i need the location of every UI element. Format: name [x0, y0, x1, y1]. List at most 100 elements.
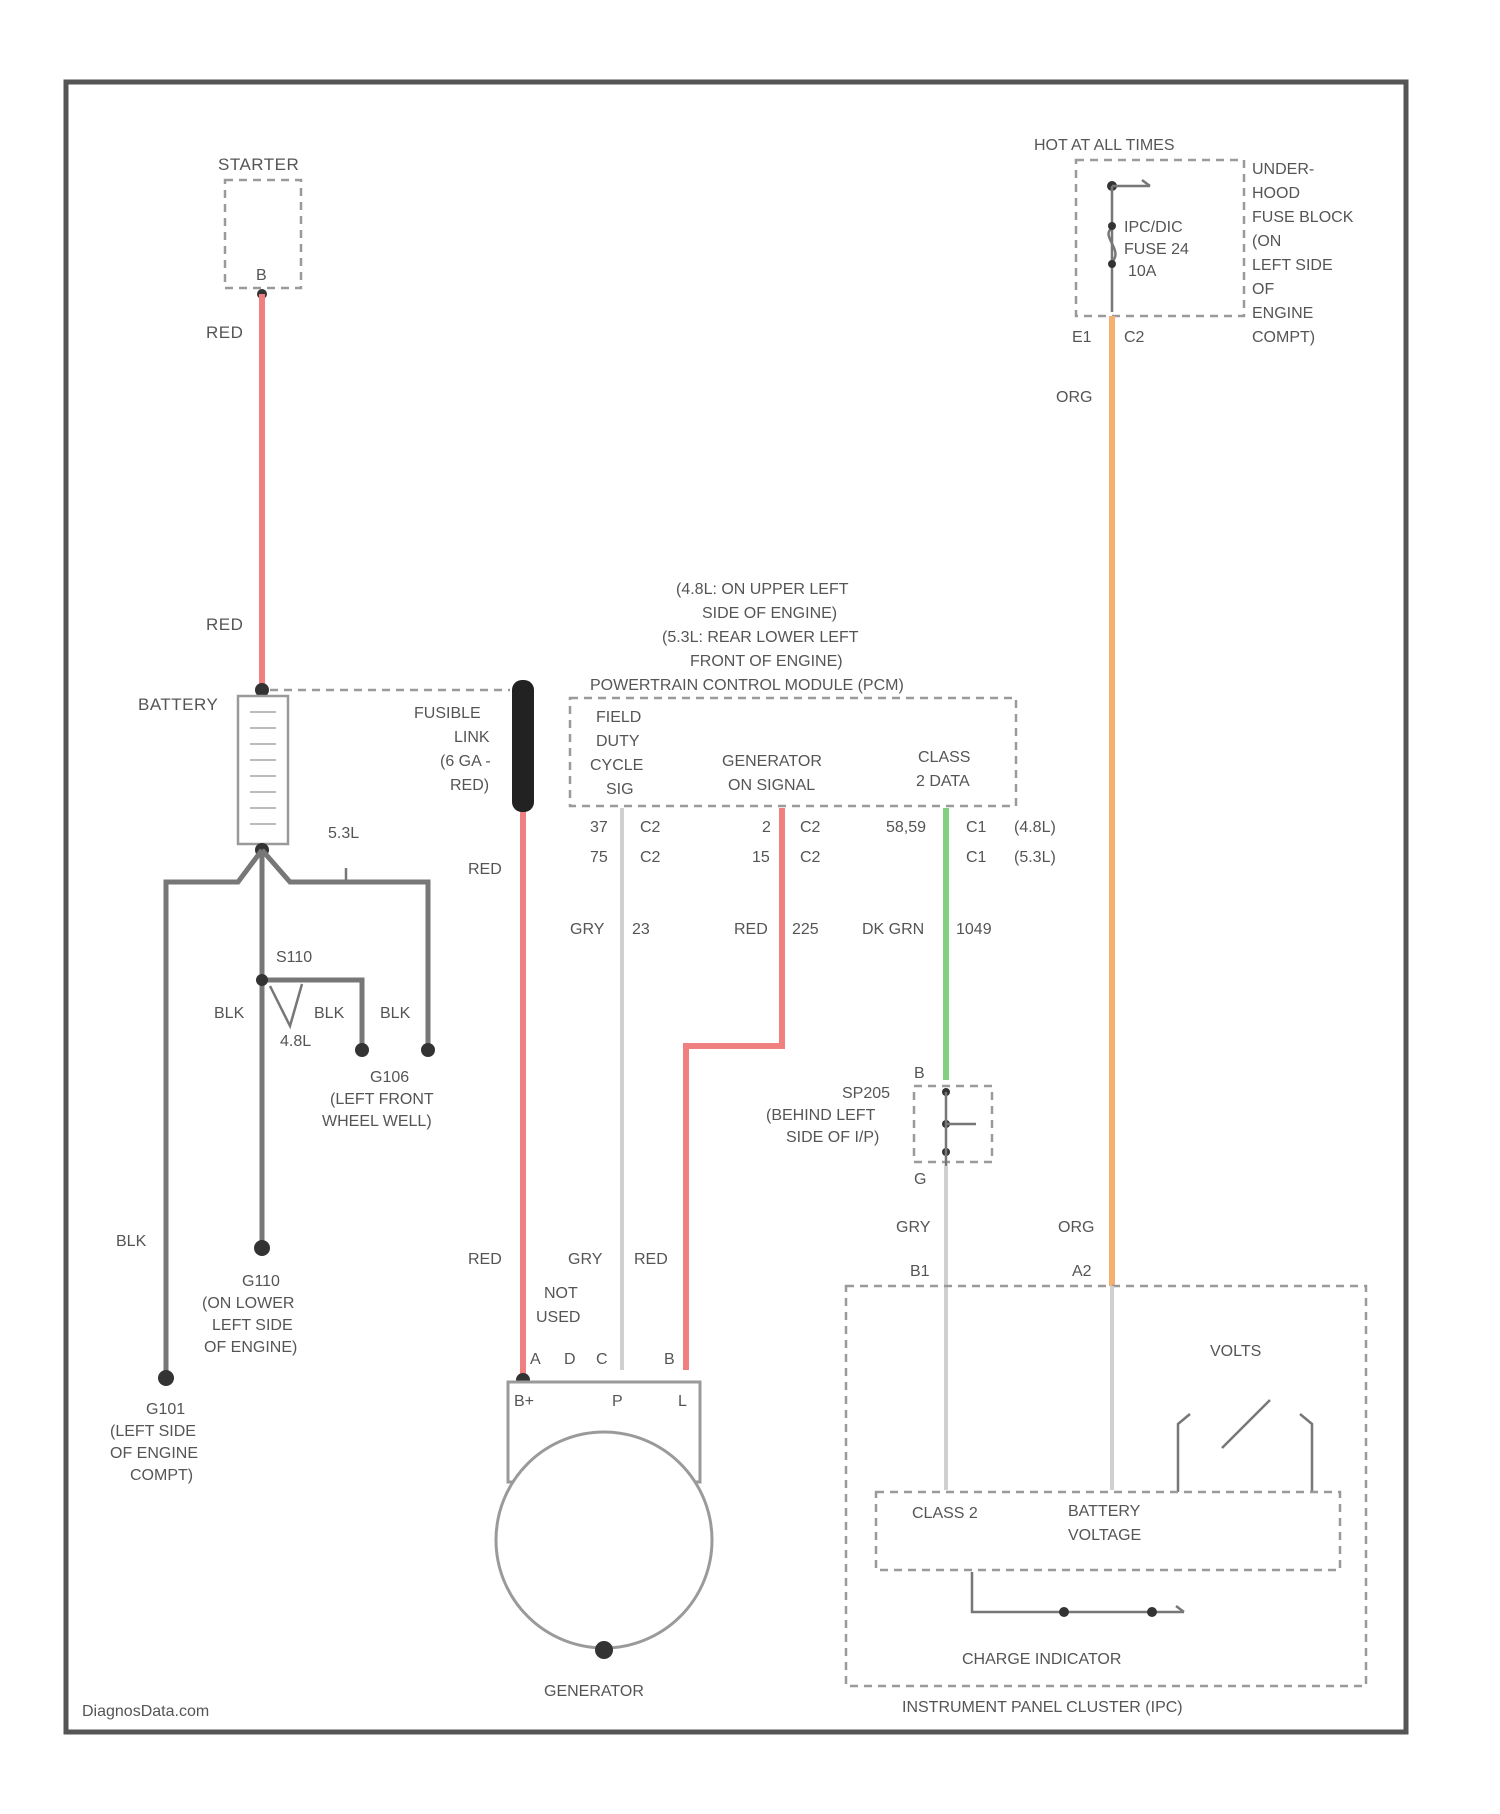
splice-s110	[256, 974, 268, 986]
gen-inner-p: P	[612, 1393, 623, 1410]
g101-line-4: COMPT)	[130, 1467, 193, 1484]
gen-pin-b: B	[664, 1351, 675, 1368]
pcm-field-2: DUTY	[596, 733, 640, 750]
gen-inner-l: L	[678, 1393, 687, 1410]
battery-voltage-1: BATTERY	[1068, 1503, 1141, 1520]
gen-gry-label: GRY	[568, 1251, 603, 1268]
g106-terminal-a	[355, 1043, 369, 1057]
pin-5859: 58,59	[886, 819, 926, 836]
g106-line-1: G106	[370, 1069, 409, 1086]
blk-label-1: BLK	[214, 1005, 245, 1022]
g110-line-1: G110	[242, 1273, 280, 1290]
sp205-line-1: SP205	[842, 1085, 890, 1102]
fuse-block-3: FUSE BLOCK	[1252, 209, 1354, 226]
g101-terminal	[158, 1370, 174, 1386]
ipc-pin-b1: B1	[910, 1263, 930, 1280]
sp205-line-3: SIDE OF I/P)	[786, 1129, 879, 1146]
not-used-2: USED	[536, 1309, 580, 1326]
gen-red-label: RED	[468, 1251, 502, 1268]
pcm-class2-1: CLASS	[918, 749, 970, 766]
fuse-block-5: LEFT SIDE	[1252, 257, 1333, 274]
pcm-loc-line-1: (4.8L: ON UPPER LEFT	[676, 581, 849, 598]
fuse-block-box	[1076, 160, 1244, 316]
g110-line-3: LEFT SIDE	[212, 1317, 293, 1334]
generator-icon	[496, 1432, 712, 1648]
fusible-link-line-2: LINK	[454, 729, 490, 746]
hot-at-all-times: HOT AT ALL TIMES	[1034, 137, 1175, 154]
g101-line-1: G101	[146, 1401, 185, 1418]
fusible-link-line-3: (6 GA -	[440, 753, 491, 770]
fuse-block-4: (ON	[1252, 233, 1281, 250]
g110-terminal	[254, 1240, 270, 1256]
pin-15: 15	[752, 849, 770, 866]
fuse-pin-e1: E1	[1072, 329, 1092, 346]
pcm-gen-2: ON SIGNAL	[728, 777, 815, 794]
fusible-link-line-1: FUSIBLE	[414, 705, 481, 722]
g106-line-3: WHEEL WELL)	[322, 1113, 432, 1130]
pcm-loc-line-2: SIDE OF ENGINE)	[702, 605, 837, 622]
org-top-label: ORG	[1056, 389, 1092, 406]
pcm-class2-2: 2 DATA	[916, 773, 970, 790]
ipc-gry-label: GRY	[896, 1219, 931, 1236]
fuse-line-3: 10A	[1128, 263, 1157, 280]
pcm-loc-line-4: FRONT OF ENGINE)	[690, 653, 843, 670]
fuse-line-1: IPC/DIC	[1124, 219, 1183, 236]
fusible-link-icon	[512, 680, 534, 812]
g110-line-4: OF ENGINE)	[204, 1339, 297, 1356]
generator-ground	[595, 1641, 613, 1659]
pcm-title: POWERTRAIN CONTROL MODULE (PCM)	[590, 677, 904, 694]
gen-inner-bplus: B+	[514, 1393, 534, 1410]
pin-c2-c: C2	[640, 849, 661, 866]
g110-line-2: (ON LOWER	[202, 1295, 294, 1312]
fuse-block-6: OF	[1252, 281, 1274, 298]
volts-label: VOLTS	[1210, 1343, 1261, 1360]
starter-pin-label: B	[256, 267, 267, 284]
red-wire-gen-signal	[686, 808, 782, 1370]
fuse-block-7: ENGINE	[1252, 305, 1313, 322]
pcm-field-4: SIG	[606, 781, 634, 798]
starter-label: STARTER	[218, 155, 299, 174]
charge-indicator-node	[1147, 1607, 1157, 1617]
blk-label-2: BLK	[314, 1005, 345, 1022]
class2-label: CLASS 2	[912, 1505, 978, 1522]
fuse-node-1	[1108, 222, 1116, 230]
sp205-pin-top: B	[914, 1065, 925, 1082]
wire-dkgrn-circuit: 1049	[956, 921, 992, 938]
charge-indicator-lamp	[1059, 1607, 1069, 1617]
g101-line-2: (LEFT SIDE	[110, 1423, 196, 1440]
ipc-box	[846, 1286, 1366, 1686]
pcm-gen-1: GENERATOR	[722, 753, 822, 770]
fuse-pin-c2: C2	[1124, 329, 1145, 346]
pcm-field-1: FIELD	[596, 709, 641, 726]
wire-gry-circuit: 23	[632, 921, 650, 938]
gen-pin-c: C	[596, 1351, 608, 1368]
wire-gry-label: GRY	[570, 921, 605, 938]
pin-48l: (4.8L)	[1014, 819, 1056, 836]
pin-2: 2	[762, 819, 771, 836]
charge-indicator-wire	[972, 1572, 1184, 1612]
gen-red2-label: RED	[634, 1251, 668, 1268]
pin-c2-b: C2	[800, 819, 821, 836]
engine-53l-label: 5.3L	[328, 825, 359, 842]
pcm-field-3: CYCLE	[590, 757, 643, 774]
watermark: DiagnosData.com	[82, 1703, 209, 1720]
wire-red-label: RED	[734, 921, 768, 938]
wire-dkgrn-label: DK GRN	[862, 921, 924, 938]
pin-37: 37	[590, 819, 608, 836]
red-fl-label: RED	[468, 861, 502, 878]
switch-48l-icon	[270, 984, 302, 1026]
pin-c1-a: C1	[966, 819, 987, 836]
red-top-label: RED	[206, 323, 243, 342]
sp205-pin-bot: G	[914, 1171, 926, 1188]
g101-line-3: OF ENGINE	[110, 1445, 198, 1462]
pin-53l: (5.3L)	[1014, 849, 1056, 866]
gen-pin-a: A	[530, 1351, 541, 1368]
blk-label-3: BLK	[380, 1005, 411, 1022]
charge-indicator-label: CHARGE INDICATOR	[962, 1651, 1121, 1668]
engine-48l-label: 4.8L	[280, 1033, 311, 1050]
ipc-pin-a2: A2	[1072, 1263, 1092, 1280]
fuse-block-1: UNDER-	[1252, 161, 1314, 178]
not-used-1: NOT	[544, 1285, 578, 1302]
sp205-line-2: (BEHIND LEFT	[766, 1107, 876, 1124]
